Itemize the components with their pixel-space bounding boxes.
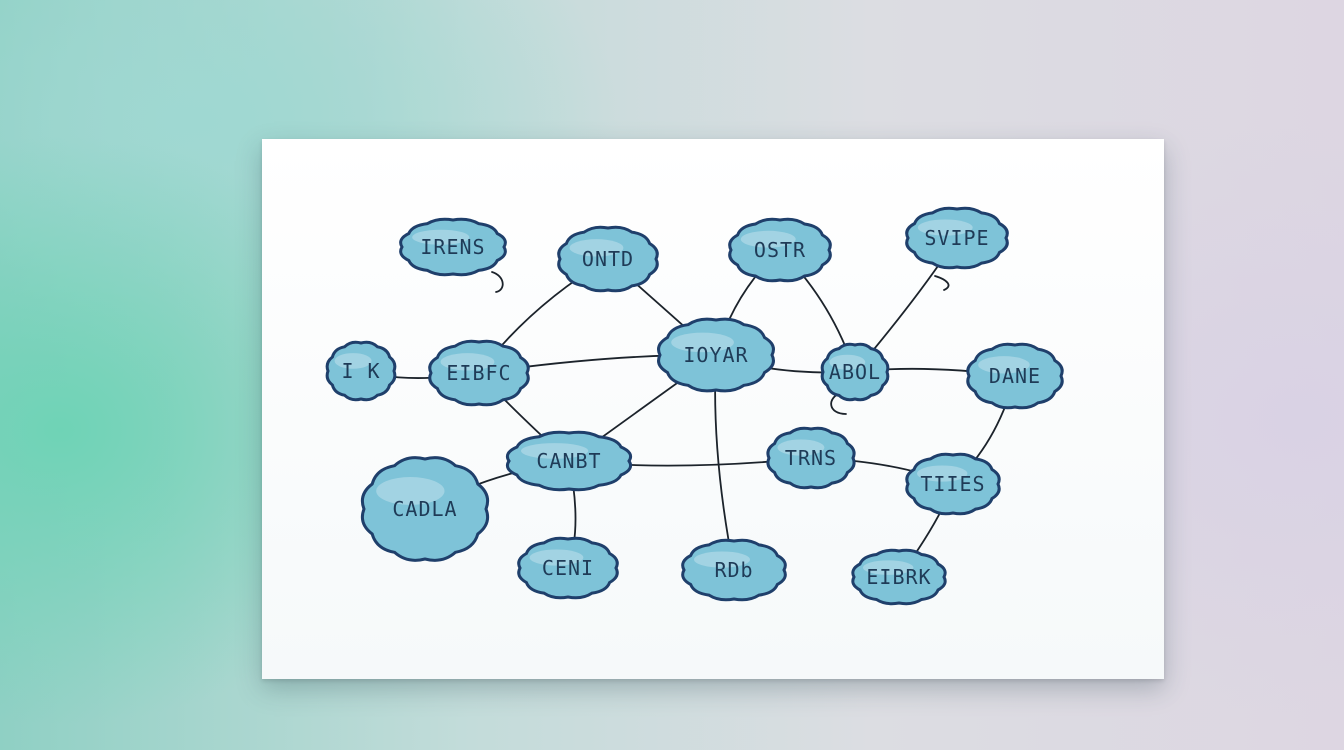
bubble-node: CENI: [517, 536, 619, 600]
bubble-node: TRNS: [766, 426, 856, 490]
bubble-label: DANE: [989, 364, 1041, 388]
bubble-highlight: [334, 353, 372, 369]
bubble-shape: [905, 452, 1001, 516]
bubble-label: ABOL: [829, 360, 881, 384]
bubble-highlight: [521, 443, 589, 459]
bubble-highlight: [978, 356, 1030, 374]
bubble-label: I K: [341, 359, 380, 383]
bubble-node: DANE: [966, 342, 1064, 410]
bubble-shape: [657, 317, 775, 393]
bubble-label: RDb: [714, 558, 753, 582]
bubble-highlight: [829, 354, 866, 370]
bubble-node: ONTD: [557, 225, 659, 293]
bubble-label: CENI: [542, 556, 594, 580]
bubble-node: RDb: [681, 538, 787, 602]
bubble-highlight: [529, 549, 584, 566]
bubble-shape: [851, 548, 947, 606]
bubble-label: CANBT: [536, 449, 601, 473]
bubble-shape: [325, 340, 397, 402]
bubble-node: SVIPE: [905, 206, 1009, 270]
bubble-shape: [517, 536, 619, 600]
hook-svipe: [934, 275, 950, 291]
bubble-highlight: [671, 332, 734, 353]
bubble-highlight: [440, 353, 495, 371]
bubble-shape: [820, 342, 890, 402]
bubble-node: OSTR: [728, 217, 832, 283]
bubble-highlight: [917, 465, 968, 482]
bubble-shape: [766, 426, 856, 490]
bubble-node: IOYAR: [657, 317, 775, 393]
bubble-label: IOYAR: [683, 343, 748, 367]
bubble-highlight: [917, 219, 973, 236]
bubble-label: EIBFC: [446, 361, 511, 385]
bubble-node: EIBFC: [428, 339, 530, 407]
bubble-label: TRNS: [785, 446, 837, 470]
bubble-shape: [360, 456, 490, 562]
bubble-label: IRENS: [420, 235, 485, 259]
bubble-label: OSTR: [754, 238, 806, 262]
bubble-label: CADLA: [392, 497, 457, 521]
bubble-highlight: [412, 229, 470, 245]
bubble-node: ABOL: [820, 342, 890, 402]
bubble-shape: [399, 217, 507, 277]
bubble-layer: IRENS ONTD OSTR SVIPE I K EIBFC IOYAR ABOL DANE C…: [325, 206, 1064, 606]
bubble-shape: [681, 538, 787, 602]
bubble-highlight: [740, 230, 796, 248]
bubble-highlight: [863, 560, 914, 575]
bubble-node: I K: [325, 340, 397, 402]
bubble-shape: [905, 206, 1009, 270]
bubble-node: IRENS: [399, 217, 507, 277]
bubble-node: EIBRK: [851, 548, 947, 606]
bubble-highlight: [569, 239, 624, 257]
bubble-shape: [428, 339, 530, 407]
bubble-label: EIBRK: [866, 565, 931, 589]
bubble-label: SVIPE: [924, 226, 989, 250]
bubble-node: TIIES: [905, 452, 1001, 516]
bubble-shape: [966, 342, 1064, 410]
bubble-label: ONTD: [582, 247, 634, 271]
bubble-shape: [505, 430, 633, 492]
hook-irens: [491, 271, 504, 293]
bubble-highlight: [694, 551, 750, 568]
bubble-label: TIIES: [920, 472, 985, 496]
bubble-shape: [557, 225, 659, 293]
bubble-highlight: [376, 477, 445, 505]
bubble-node: CADLA: [360, 456, 490, 562]
bubble-highlight: [777, 439, 825, 456]
bubble-shape: [728, 217, 832, 283]
bubble-node: CANBT: [505, 430, 633, 492]
